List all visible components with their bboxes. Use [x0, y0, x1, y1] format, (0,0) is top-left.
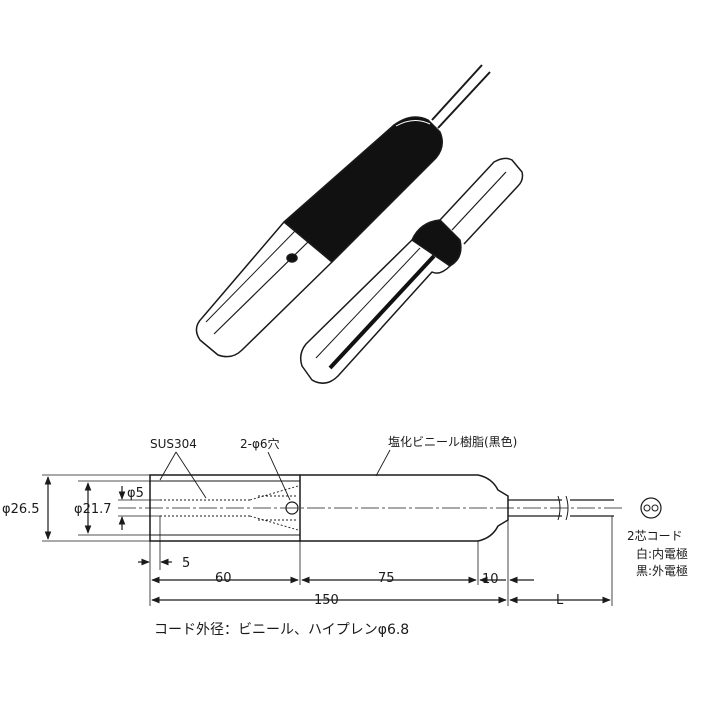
right-probe-steel-body — [299, 239, 451, 384]
probe-illustration — [195, 64, 524, 384]
left-probe-hole — [286, 253, 298, 263]
side-view-drawing — [42, 449, 662, 606]
dim-inner-diameter: φ21.7 — [74, 502, 112, 517]
label-cord-outer-diameter: コード外径：ビニール、ハイプレンφ6.8 — [154, 622, 409, 638]
dim-60: 60 — [215, 571, 232, 586]
dim-small-diameter: φ5 — [127, 486, 144, 501]
label-cord-type: 2芯コード — [627, 529, 683, 543]
label-holes: 2-φ6穴 — [240, 436, 280, 451]
dim-10: 10 — [482, 572, 499, 587]
left-probe-steel-body — [195, 221, 333, 358]
label-white-wire: 白:内電極 — [636, 546, 688, 561]
inner-electrode — [160, 485, 299, 531]
dim-5: 5 — [182, 556, 190, 571]
right-probe-black-collar — [411, 219, 462, 267]
left-probe-resin-sleeve — [283, 116, 443, 263]
right-probe-cord — [439, 157, 524, 245]
dim-outer-diameter: φ26.5 — [2, 502, 40, 517]
dim-L: L — [556, 593, 564, 608]
dim-75: 75 — [378, 571, 395, 586]
label-black-wire: 黒:外電極 — [636, 563, 688, 578]
cord-end-view — [640, 497, 662, 519]
left-probe-cord — [431, 64, 491, 129]
dim-150: 150 — [314, 593, 339, 608]
label-material: SUS304 — [150, 437, 197, 451]
label-resin: 塩化ビニール樹脂(黒色) — [388, 434, 517, 449]
